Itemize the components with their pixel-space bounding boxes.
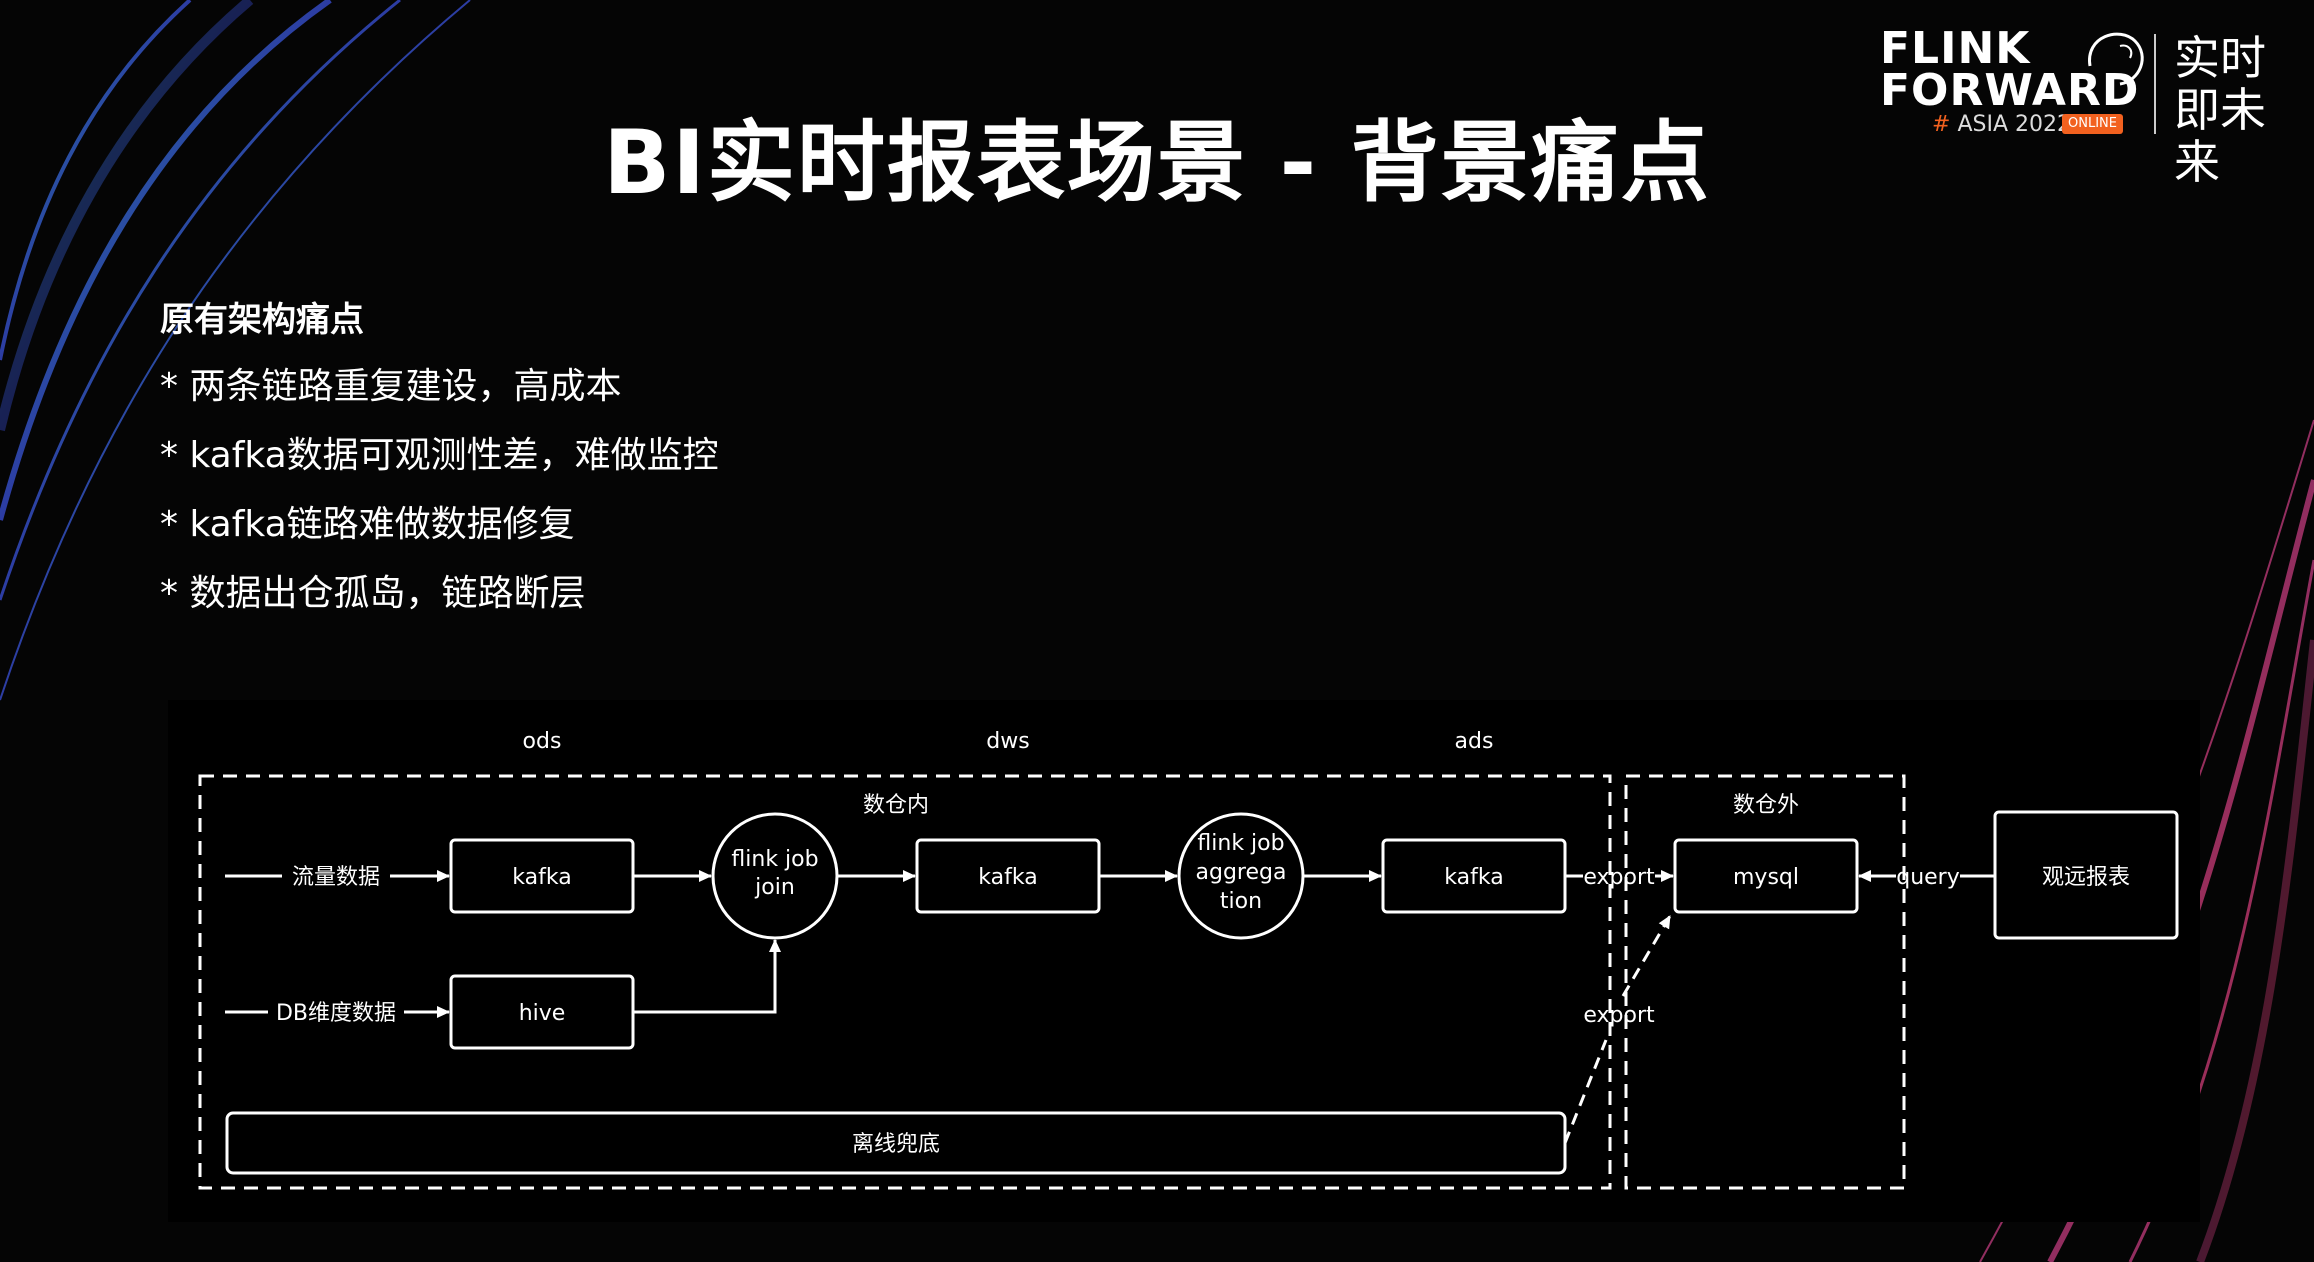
node-kafka-ads-label: kafka: [1444, 865, 1503, 890]
layer-label-dws: dws: [986, 729, 1029, 754]
layer-label-ods: ods: [523, 729, 562, 754]
node-offline-label: 离线兜底: [852, 1132, 940, 1157]
logo-online-badge: ONLINE: [2062, 114, 2123, 134]
squirrel-icon: [2088, 32, 2144, 86]
pain-points: 原有架构痛点 * 两条链路重复建设，高成本 * kafka数据可观测性差，难做监…: [160, 292, 719, 639]
node-flink-agg-label-1: flink job: [1197, 831, 1284, 856]
region-outside-label: 数仓外: [1733, 793, 1799, 818]
flink-forward-logo: FLINK FORWARD # ASIA 2022 ONLINE 实时即未来: [1880, 23, 2300, 189]
region-inside: [198, 774, 1612, 1190]
node-flink-join-label-1: flink job: [731, 847, 818, 872]
edge-offline-export-b: [1621, 915, 1672, 997]
logo-event: # ASIA 2022: [1932, 112, 2071, 138]
pain-point-item: * 两条链路重复建设，高成本: [160, 366, 622, 407]
logo-event-text: ASIA 2022: [1957, 112, 2071, 137]
logo-divider: [2154, 34, 2156, 134]
source-traffic-label: 流量数据: [292, 865, 380, 890]
pain-point-item: * kafka数据可观测性差，难做监控: [160, 435, 719, 476]
logo-line2: FORWARD: [1880, 65, 2140, 116]
node-hive-label: hive: [519, 1001, 566, 1026]
pain-point-item: * 数据出仓孤岛，链路断层: [160, 573, 586, 614]
node-mysql-label: mysql: [1733, 865, 1799, 890]
edge-export-realtime-label: export: [1583, 865, 1655, 890]
edge-hive-join: [633, 939, 781, 1014]
region-outside: [1624, 774, 1906, 1190]
node-kafka-ods-label: kafka: [512, 865, 571, 890]
logo-slogan: 实时即未来: [2174, 31, 2266, 189]
pain-points-heading: 原有架构痛点: [160, 300, 364, 340]
node-flink-agg-label-3: tion: [1220, 889, 1262, 914]
architecture-diagram: ods dws ads 数仓内 数仓外 kafka hive flink job…: [168, 700, 2200, 1222]
edge-query-label: query: [1896, 865, 1960, 890]
logo-line1: FLINK: [1880, 23, 2031, 74]
source-db-label: DB维度数据: [276, 1001, 396, 1026]
node-report-label: 观远报表: [2042, 865, 2130, 890]
node-flink-join-label-2: join: [754, 875, 795, 900]
diagram-background: [168, 700, 2200, 1222]
slide-title: BI实时报表场景 - 背景痛点: [603, 111, 1711, 214]
node-kafka-dws-label: kafka: [978, 865, 1037, 890]
layer-label-ads: ads: [1455, 729, 1494, 754]
logo-hash: #: [1932, 112, 1951, 137]
pain-point-item: * kafka链路难做数据修复: [160, 504, 575, 545]
node-flink-agg-label-2: aggrega: [1196, 860, 1287, 885]
region-inside-label: 数仓内: [863, 793, 929, 818]
node-mysql: [1673, 838, 1859, 914]
edge-export-offline-label: export: [1583, 1003, 1655, 1028]
